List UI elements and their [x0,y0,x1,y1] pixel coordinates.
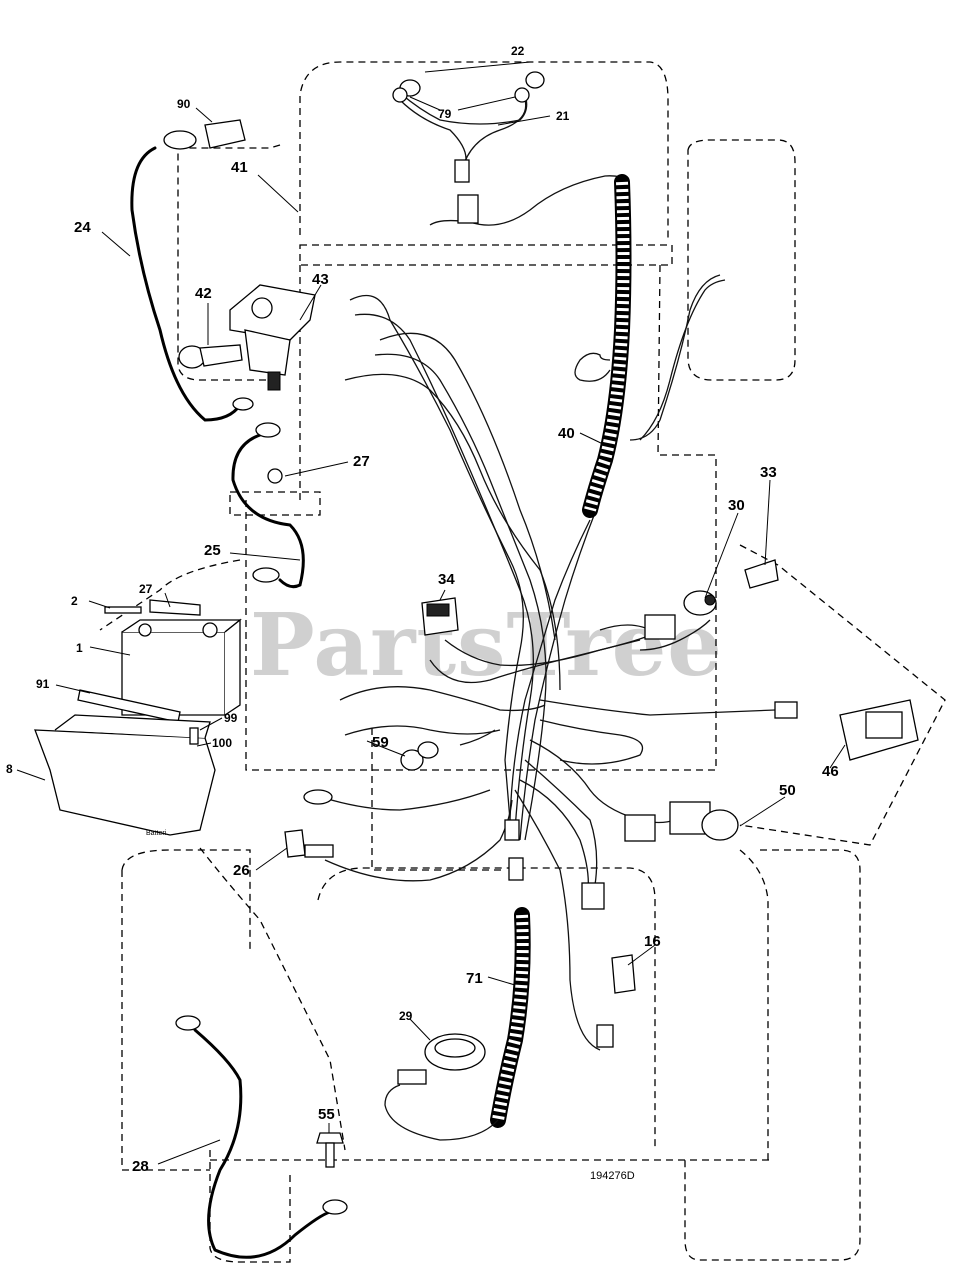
callout-25: 25 [204,542,221,559]
callout-labels: 90 41 24 42 43 22 79 21 27 40 25 27 2 1 … [6,44,839,1182]
corrugated-loom-71 [384,907,531,1141]
callout-8: 8 [6,762,13,776]
ignition-switch-30 [644,590,717,640]
connector-center-2 [508,857,524,881]
callout-100: 100 [212,736,232,750]
callout-1: 1 [76,641,83,655]
light-59 [400,741,439,771]
module-46 [839,699,919,761]
callout-22: 22 [511,44,525,58]
callout-26: 26 [233,862,250,879]
nut-27 [267,468,283,484]
switch-50 [624,801,739,842]
connector-plug [774,701,798,719]
wire-26 [284,789,334,858]
callout-43: 43 [312,271,329,288]
battery-group: Batteri [34,599,242,837]
leader-lines [16,61,846,1165]
callout-90: 90 [177,97,191,111]
drawing-number: 194276D [590,1170,635,1182]
bolt-55 [316,1132,344,1168]
connector-16 [611,954,636,994]
callout-21: 21 [556,109,570,123]
battery-stamp: Batteri [146,830,167,837]
callout-34: 34 [438,571,455,588]
battery-cable-24 [130,119,254,422]
callout-46: 46 [822,763,839,780]
callout-16: 16 [644,933,661,950]
callout-33: 33 [760,464,777,481]
callout-71: 71 [466,970,483,987]
callout-59: 59 [372,734,389,751]
callout-24: 24 [74,219,91,236]
callout-28: 28 [132,1158,149,1175]
plug-33 [744,559,779,589]
connector-center-3 [581,882,605,910]
callout-42: 42 [195,285,212,302]
callout-91: 91 [36,677,50,691]
switch-34 [421,597,459,636]
callout-27-battery: 27 [139,582,153,596]
callout-41: 41 [231,159,248,176]
partstree-watermark: PartsTree [250,595,723,696]
solenoid-43 [229,284,316,391]
callout-30: 30 [728,497,745,514]
cable-25 [231,422,305,589]
main-wire-harness [314,175,776,1051]
connector-center-1 [504,819,520,841]
switch-29 [397,1033,486,1085]
callout-79: 79 [438,107,452,121]
ground-cable-28 [175,1015,348,1259]
callout-99: 99 [224,711,238,725]
connector-bottom [596,1024,614,1048]
headlight-assembly [392,71,545,224]
corrugated-loom-40 [582,174,632,518]
callout-55: 55 [318,1106,335,1123]
callout-29: 29 [399,1009,413,1023]
callout-27-upper: 27 [353,453,370,470]
callout-2: 2 [71,594,78,608]
callout-40: 40 [558,425,575,442]
terminal-boot-42 [178,344,243,369]
callout-50: 50 [779,782,796,799]
